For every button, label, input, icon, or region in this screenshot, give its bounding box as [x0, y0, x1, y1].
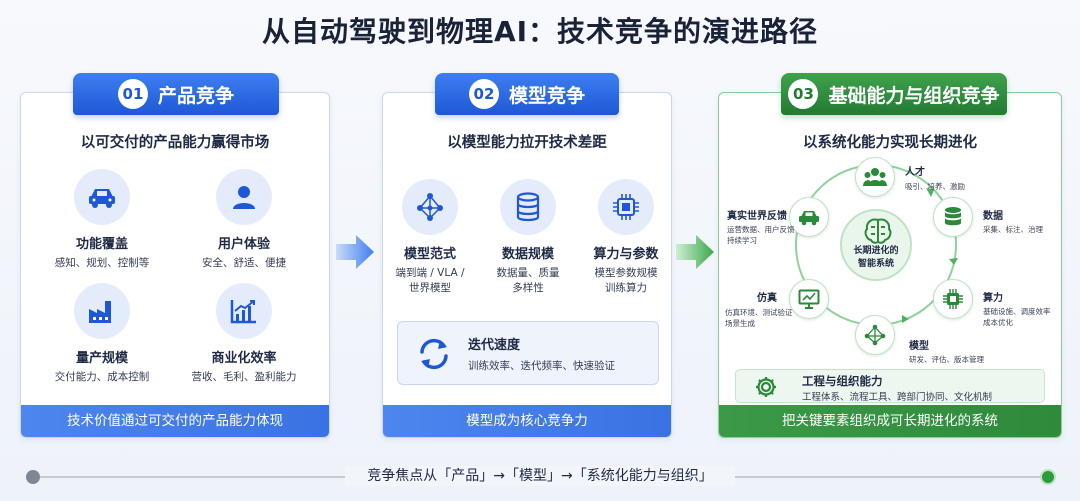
engineering-org-box: 工程与组织能力 工程体系、流程工具、跨部门协同、文化机制 — [735, 369, 1045, 403]
panel-subtitle: 以模型能力拉开技术差距 — [447, 135, 607, 151]
arrow-right-icon — [334, 232, 376, 276]
gear-icon — [754, 375, 778, 403]
node-desc-simulation: 仿真环境、测试验证场景生成 — [725, 308, 793, 328]
factory-icon — [74, 283, 130, 339]
panel-tab: 01 产品竞争 — [73, 73, 279, 115]
step-number: 01 — [117, 79, 148, 109]
feature-title: 数据规模 — [501, 247, 554, 262]
feature-desc: 感知、规划、控制等 — [54, 257, 150, 269]
timeline-start-dot — [26, 470, 40, 484]
feature-data-scale: 数据规模 数据量、质量多样性 — [473, 179, 583, 296]
panel-footer: 把关键要素组织成可长期进化的系统 — [719, 405, 1061, 437]
node-label-talent: 人才 — [905, 167, 925, 178]
panel-subtitle: 以可交付的产品能力赢得市场 — [80, 135, 270, 151]
panel-title: 产品竞争 — [157, 84, 234, 107]
feature-desc: 营收、毛利、盈利能力 — [191, 371, 297, 383]
node-desc-talent: 吸引、培养、激励 — [905, 182, 965, 191]
step-number: 02 — [468, 79, 499, 109]
brain-icon — [864, 218, 892, 244]
monitor-icon — [789, 279, 829, 319]
step-number: 03 — [788, 79, 819, 109]
team-icon — [855, 157, 895, 197]
feature-mass-production: 量产规模 交付能力、成本控制 — [37, 283, 167, 385]
feature-commercial-efficiency: 商业化效率 营收、毛利、盈利能力 — [179, 283, 309, 385]
node-desc-compute: 基础设施、调度效率成本优化 — [983, 307, 1051, 327]
database-icon — [933, 197, 973, 237]
node-label-real-feedback: 真实世界反馈 — [727, 211, 787, 222]
node-label-model: 模型 — [909, 341, 929, 352]
user-icon — [216, 169, 272, 225]
feature-compute-params: 算力与参数 模型参数规模训练算力 — [571, 179, 681, 296]
engineering-title: 工程与组织能力 — [802, 374, 883, 388]
feature-desc: 端到端 / VLA /世界模型 — [395, 267, 465, 294]
feature-function-coverage: 功能覆盖 感知、规划、控制等 — [37, 169, 167, 271]
database-icon — [500, 179, 556, 235]
timeline-end-dot — [1040, 469, 1056, 485]
arrow-right-icon — [674, 232, 716, 276]
feature-desc: 安全、舒适、便捷 — [202, 257, 286, 269]
feature-user-experience: 用户体验 安全、舒适、便捷 — [179, 169, 309, 271]
refresh-icon — [416, 336, 452, 376]
chip-icon — [933, 279, 973, 319]
network-icon — [855, 315, 895, 355]
chip-icon — [598, 179, 654, 235]
panel-product-competition: 01 产品竞争 以可交付的产品能力赢得市场 功能覆盖 感知、规划、控制等 用户体… — [20, 73, 330, 438]
feature-desc: 数据量、质量多样性 — [496, 267, 560, 294]
page-title: 从自动驾驶到物理AI：技术竞争的演进路径 — [261, 15, 819, 48]
core-intelligent-system: 长期进化的智能系统 — [840, 209, 912, 281]
node-desc-data: 采集、标注、治理 — [983, 225, 1043, 234]
feature-title: 用户体验 — [217, 237, 270, 252]
panel-footer: 技术价值通过可交付的产品能力体现 — [21, 405, 329, 437]
node-desc-model: 研发、评估、版本管理 — [909, 355, 984, 364]
growth-chart-icon — [216, 283, 272, 339]
iteration-title: 迭代速度 — [468, 338, 521, 353]
car-icon — [789, 197, 829, 237]
node-desc-real-feedback: 运营数据、用户反馈持续学习 — [727, 225, 795, 245]
panel-title: 基础能力与组织竞争 — [828, 84, 1000, 107]
panel-foundation-org-competition: 03 基础能力与组织竞争 以系统化能力实现长期进化 长期进化的智能系统 人才 吸… — [718, 73, 1062, 438]
panel-tab: 03 基础能力与组织竞争 — [781, 73, 1007, 115]
feature-model-paradigm: 模型范式 端到端 / VLA /世界模型 — [375, 179, 485, 296]
panel-model-competition: 02 模型竞争 以模型能力拉开技术差距 模型范式 端到端 / VLA /世界模型… — [382, 73, 672, 438]
panel-title: 模型竞争 — [508, 84, 585, 107]
engineering-desc: 工程体系、流程工具、跨部门协同、文化机制 — [802, 392, 993, 403]
feature-title: 功能覆盖 — [75, 237, 128, 252]
feature-desc: 模型参数规模训练算力 — [594, 267, 658, 294]
network-icon — [402, 179, 458, 235]
node-label-simulation: 仿真 — [757, 293, 777, 304]
node-label-compute: 算力 — [983, 293, 1003, 304]
panel-footer: 模型成为核心竞争力 — [383, 405, 671, 437]
node-label-data: 数据 — [983, 211, 1003, 222]
car-icon — [74, 169, 130, 225]
panel-subtitle: 以系统化能力实现长期进化 — [803, 135, 977, 151]
panel-tab: 02 模型竞争 — [435, 73, 619, 115]
timeline-caption: 竞争焦点从「产品」→「模型」→「系统化能力与组织」 — [345, 466, 735, 486]
feature-title: 模型范式 — [403, 247, 456, 262]
feature-title: 量产规模 — [75, 351, 128, 366]
core-label: 长期进化的智能系统 — [853, 246, 899, 269]
feature-title: 商业化效率 — [211, 351, 277, 366]
feature-title: 算力与参数 — [593, 247, 659, 262]
feature-desc: 交付能力、成本控制 — [54, 371, 150, 383]
iteration-speed-box: 迭代速度 训练效率、迭代频率、快速验证 — [397, 321, 659, 385]
iteration-desc: 训练效率、迭代频率、快速验证 — [468, 360, 615, 372]
